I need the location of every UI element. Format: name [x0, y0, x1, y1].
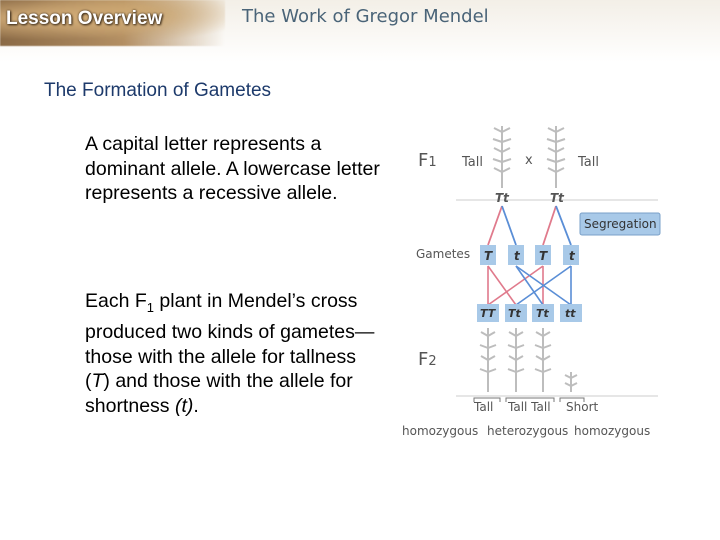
- offspring-4: tt: [565, 307, 576, 320]
- gamete-2: t: [514, 249, 521, 263]
- segregation-box: [579, 212, 661, 236]
- gamete-3: T: [539, 249, 548, 263]
- parent-phenotype-right: Tall: [577, 155, 599, 170]
- p2-text-mid2: ) and those with the allele for shortnes…: [85, 370, 353, 417]
- mendel-cross-figure: F1 Tall x Tall Tt Tt Segregation Gametes…: [402, 126, 661, 438]
- parent-plant-left: [492, 126, 512, 188]
- zygosity-homozygous-2: homozygous: [574, 424, 650, 438]
- phenotype-tall-1: Tall: [473, 400, 493, 414]
- unit-title: The Work of Gregor Mendel: [242, 6, 489, 27]
- paragraph-alleles: A capital letter represents a dominant a…: [85, 133, 380, 204]
- f1-label: F1: [418, 150, 437, 171]
- p2-text-end: .: [193, 394, 199, 417]
- paragraph-gametes: Each F1 plant in Mendel’s cross produced…: [85, 289, 385, 418]
- section-heading: The Formation of Gametes: [44, 80, 272, 101]
- p2-allele-t: (t): [174, 394, 194, 417]
- parent-genotype-right: Tt: [550, 191, 565, 205]
- cross-symbol: x: [525, 153, 533, 168]
- phenotype-tall-2: Tall Tall: [507, 400, 551, 414]
- parent-plant-right: [546, 126, 566, 188]
- offspring-genotypes: TT Tt Tt tt: [477, 304, 582, 322]
- offspring-3: Tt: [536, 307, 550, 320]
- offspring-plants: [479, 328, 578, 392]
- gamete-row: T t T t: [480, 245, 579, 265]
- offspring-2: Tt: [508, 307, 522, 320]
- parent-genotype-left: Tt: [495, 191, 510, 205]
- p2-text-mid: plant in Mendel’s cross produced two kin…: [85, 290, 375, 393]
- p2-text-start: Each F: [85, 290, 147, 312]
- banner-background-image: [0, 0, 225, 46]
- zygosity-heterozygous: heterozygous: [487, 424, 568, 438]
- phenotype-short: Short: [566, 400, 598, 414]
- fertilization-lines: [487, 265, 572, 306]
- header-banner: Lesson Overview The Work of Gregor Mende…: [0, 0, 720, 62]
- p2-subscript: 1: [146, 299, 155, 315]
- parent-phenotype-left: Tall: [461, 155, 483, 170]
- phenotype-brackets: [473, 397, 585, 402]
- p2-allele-T: T: [91, 370, 104, 393]
- offspring-1: TT: [480, 307, 497, 320]
- lesson-label: Lesson Overview: [6, 8, 163, 29]
- zygosity-homozygous-1: homozygous: [402, 424, 478, 438]
- segregation-label: Segregation: [584, 217, 657, 231]
- gamete-4: t: [569, 249, 576, 263]
- f2-label: F2: [418, 349, 437, 370]
- gamete-1: T: [484, 249, 493, 263]
- gametes-label: Gametes: [416, 247, 470, 261]
- segregation-lines: [487, 205, 572, 246]
